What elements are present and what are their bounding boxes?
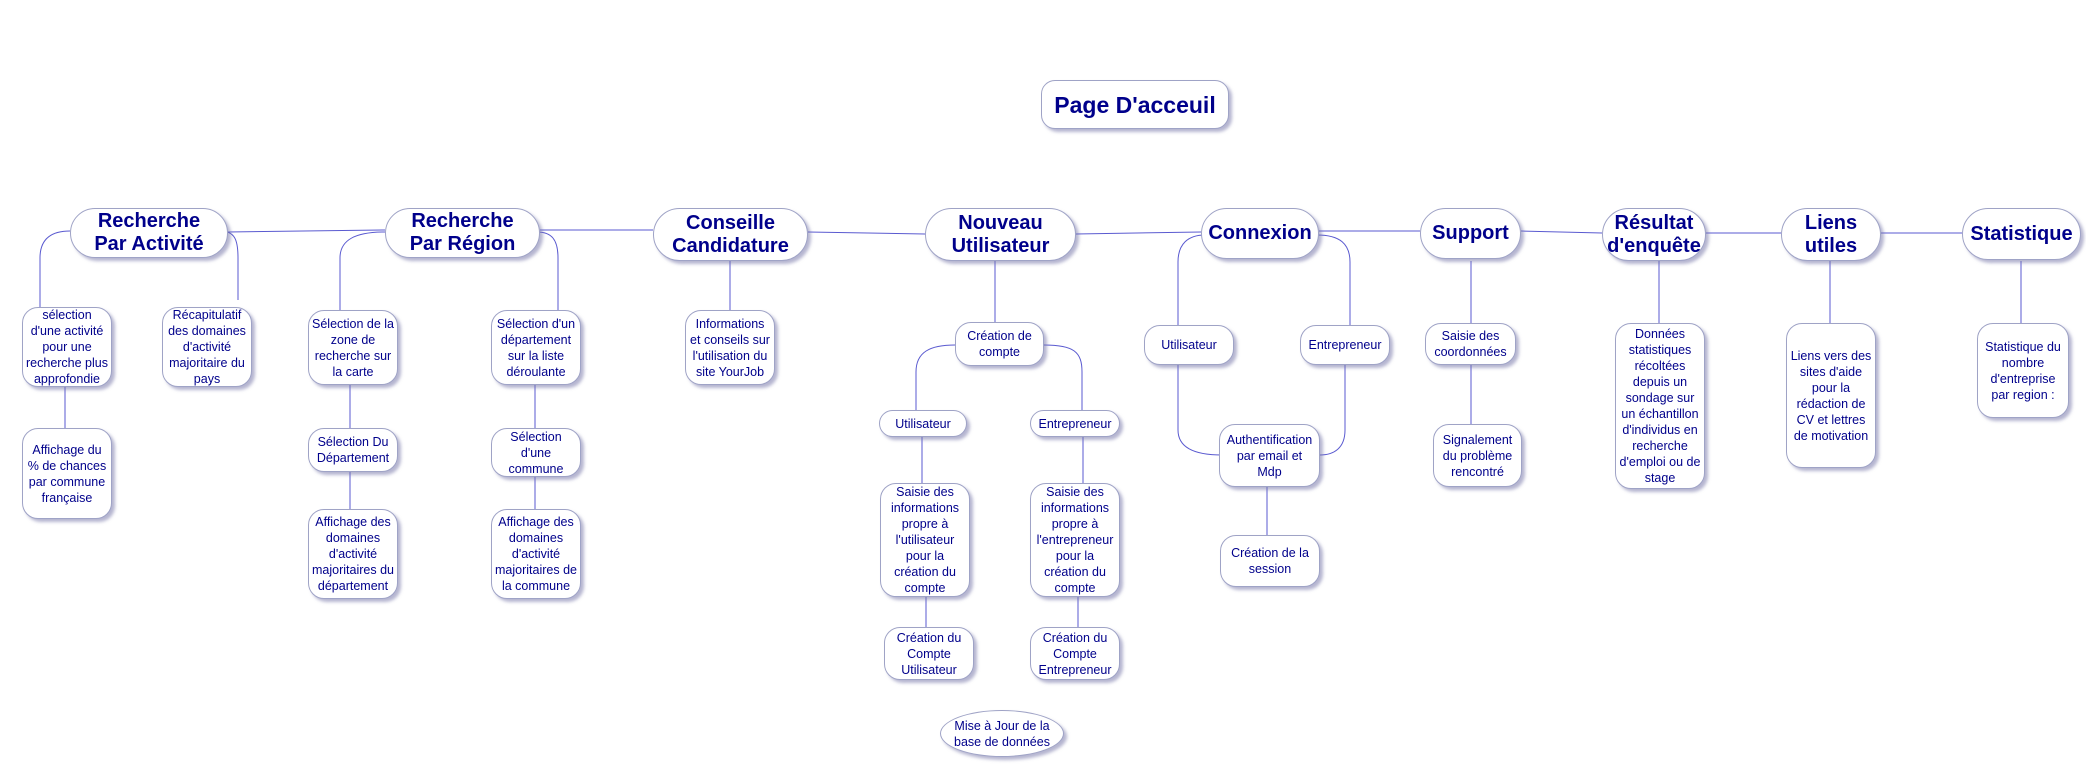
node-label: Création de la session <box>1231 546 1309 576</box>
node-label: Sélection d'un département sur la liste … <box>496 316 576 379</box>
node-statistique-entreprise: Statistique du nombre d'entreprise par r… <box>1977 323 2069 418</box>
node-label: Liens vers des sites d'aide pour la réda… <box>1790 348 1872 443</box>
node-mise-a-jour-bdd: Mise à Jour de la base de données <box>940 710 1064 757</box>
node-statistique: Statistique <box>1962 208 2081 260</box>
node-connexion-utilisateur: Utilisateur <box>1144 325 1234 365</box>
node-nouveau-utilisateur-type: Utilisateur <box>879 410 967 437</box>
page-title: Page D'acceuil <box>1041 80 1229 129</box>
node-label: Entrepreneur <box>1038 416 1112 431</box>
node-label: Récapitulatif des domaines d'activité ma… <box>168 308 246 386</box>
node-liens-utiles: Liens utiles <box>1781 208 1881 261</box>
node-label: Connexion <box>1208 222 1312 244</box>
node-label: Conseille Candidature <box>672 211 789 257</box>
node-label: Affichage des domaines d'activité majori… <box>312 515 394 593</box>
node-liens-sites-aide: Liens vers des sites d'aide pour la réda… <box>1786 323 1876 468</box>
node-affichage-domaines-departement: Affichage des domaines d'activité majori… <box>308 509 398 599</box>
node-label: Saisie des informations propre à l'entre… <box>1036 485 1114 595</box>
node-label: Sélection Du Département <box>316 435 390 465</box>
node-selection-commune: Sélection d'une commune <box>491 428 581 477</box>
node-affichage-domaines-commune: Affichage des domaines d'activité majori… <box>491 509 581 599</box>
node-label: Utilisateur <box>1161 338 1217 352</box>
node-label: Signalement du problème rencontré <box>1442 432 1513 479</box>
node-selection-activite: sélection d'une activité pour une recher… <box>22 307 112 387</box>
node-affichage-pourcentage: Affichage du % de chances par commune fr… <box>22 428 112 519</box>
node-informations-conseils: Informations et conseils sur l'utilisati… <box>685 310 775 385</box>
node-saisie-coordonnees: Saisie des coordonnées <box>1425 323 1516 365</box>
node-selection-departement: Sélection Du Département <box>308 428 398 472</box>
node-label: Affichage du % de chances par commune fr… <box>27 442 107 505</box>
node-signalement-probleme: Signalement du problème rencontré <box>1433 424 1522 487</box>
node-label: Authentification par email et Mdp <box>1226 432 1313 479</box>
node-label: Sélection d'une commune <box>508 429 564 476</box>
node-label: Saisie des informations propre à l'utili… <box>890 485 960 595</box>
node-conseille-candidature: Conseille Candidature <box>653 208 808 261</box>
node-support: Support <box>1420 208 1521 259</box>
node-label: Liens utiles <box>1804 211 1858 257</box>
node-selection-zone-carte: Sélection de la zone de recherche sur la… <box>308 310 398 385</box>
node-saisie-infos-utilisateur: Saisie des informations propre à l'utili… <box>880 483 970 597</box>
node-label: Création de compte <box>967 329 1032 359</box>
page-title-label: Page D'acceuil <box>1054 91 1216 118</box>
node-label: Recherche Par Activité <box>94 210 204 255</box>
node-nouveau-entrepreneur-type: Entrepreneur <box>1030 410 1120 437</box>
node-connexion-entrepreneur: Entrepreneur <box>1300 325 1390 365</box>
node-creation-de-compte: Création de compte <box>955 322 1044 366</box>
node-recherche-par-region: Recherche Par Région <box>385 208 540 258</box>
node-label: Création du Compte Utilisateur <box>896 630 962 677</box>
node-label: Support <box>1432 222 1509 244</box>
node-label: sélection d'une activité pour une recher… <box>26 308 108 386</box>
node-connexion: Connexion <box>1201 208 1319 259</box>
node-label: Recherche Par Région <box>409 210 516 255</box>
node-creation-session: Création de la session <box>1220 535 1320 587</box>
node-label: Affichage des domaines d'activité majori… <box>495 515 577 593</box>
node-label: Statistique du nombre d'entreprise par r… <box>1985 339 2061 402</box>
node-label: Statistique <box>1970 222 2073 245</box>
node-label: Données statistiques récoltées depuis un… <box>1619 327 1701 485</box>
node-recapitulatif-domaines: Récapitulatif des domaines d'activité ma… <box>162 307 252 387</box>
node-label: Nouveau Utilisateur <box>951 211 1050 257</box>
node-label: Entrepreneur <box>1308 338 1382 352</box>
node-selection-departement-liste: Sélection d'un département sur la liste … <box>491 310 581 385</box>
node-recherche-par-activite: Recherche Par Activité <box>70 208 228 258</box>
node-label: Informations et conseils sur l'utilisati… <box>690 316 770 379</box>
node-creation-compte-entrepreneur: Création du Compte Entrepreneur <box>1030 627 1120 680</box>
node-label: Mise à Jour de la base de données <box>954 718 1050 749</box>
node-label: Saisie des coordonnées <box>1434 329 1507 359</box>
node-donnees-statistiques: Données statistiques récoltées depuis un… <box>1615 323 1705 489</box>
node-label: Résultat d'enquête <box>1607 211 1701 257</box>
node-saisie-infos-entrepreneur: Saisie des informations propre à l'entre… <box>1030 483 1120 597</box>
node-authentification: Authentification par email et Mdp <box>1219 424 1320 487</box>
node-creation-compte-utilisateur: Création du Compte Utilisateur <box>884 627 974 680</box>
node-resultat-enquete: Résultat d'enquête <box>1602 208 1706 261</box>
node-nouveau-utilisateur: Nouveau Utilisateur <box>925 208 1076 261</box>
node-label: Création du Compte Entrepreneur <box>1038 630 1112 677</box>
node-label: Sélection de la zone de recherche sur la… <box>312 316 395 379</box>
node-label: Utilisateur <box>895 416 951 431</box>
